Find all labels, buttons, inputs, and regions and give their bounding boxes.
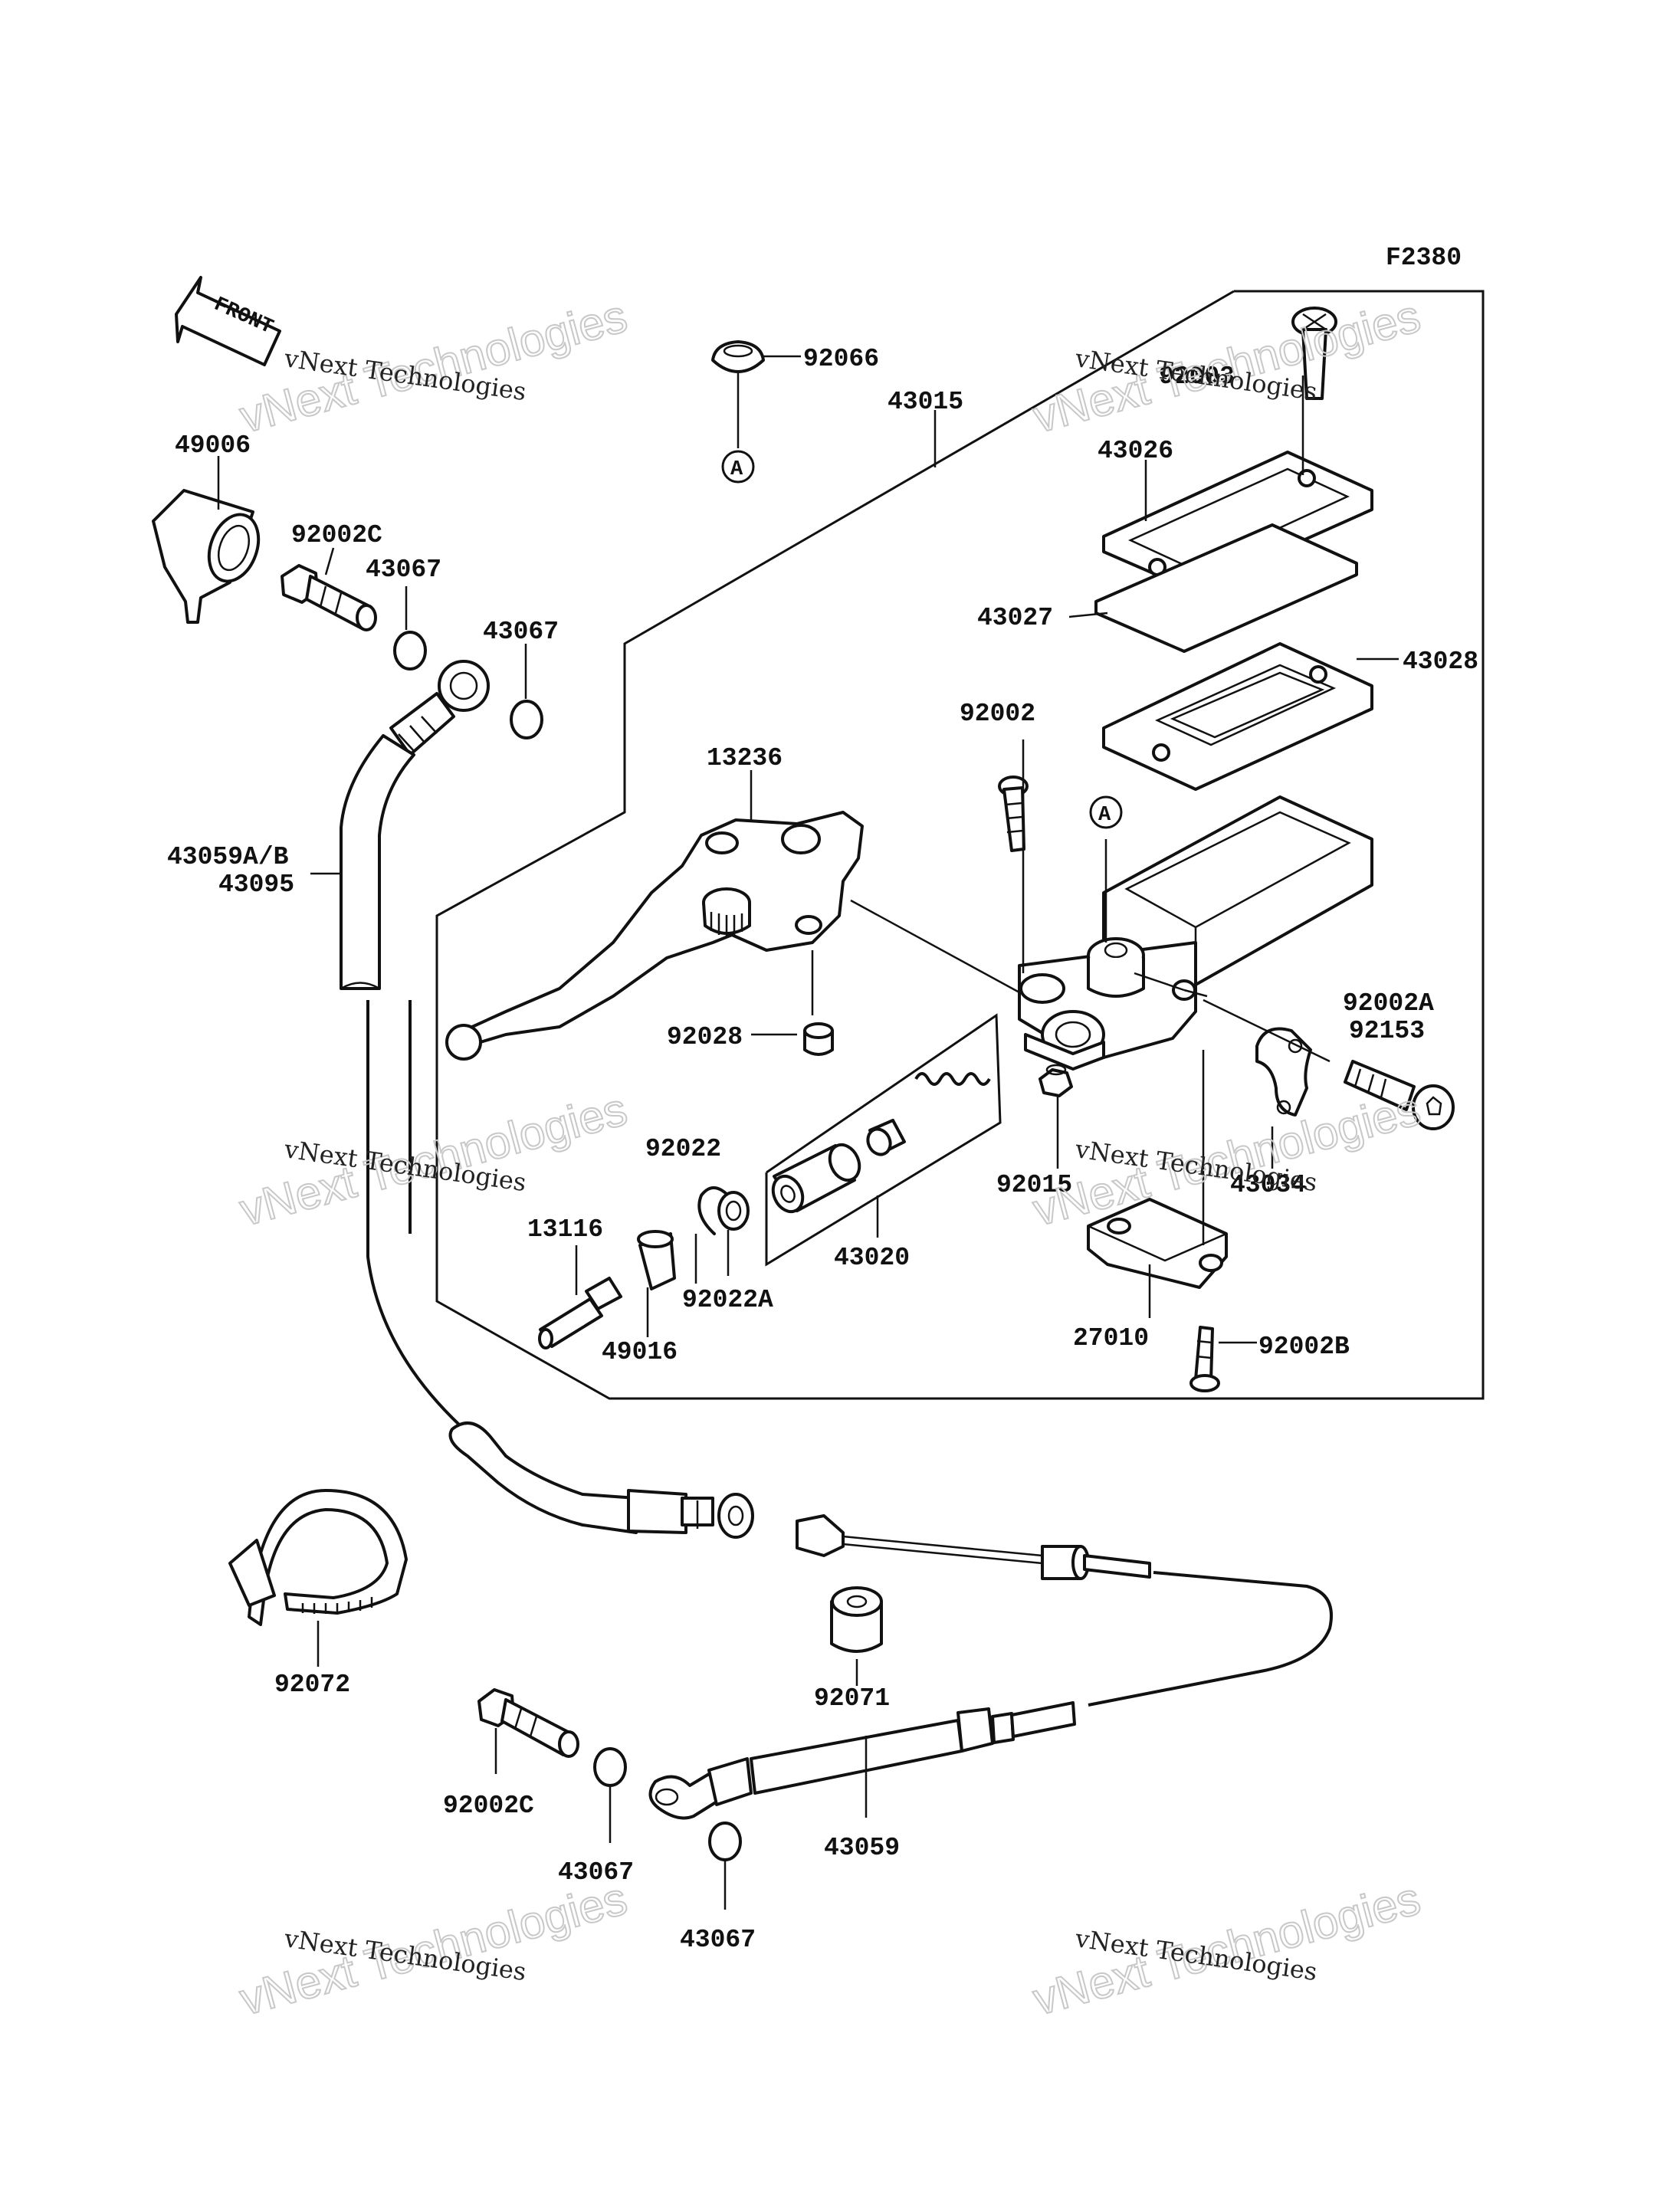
switch-27010 (1087, 1198, 1228, 1289)
label-92002b: 92002B (1258, 1333, 1350, 1361)
label-92003: 92003 (1159, 362, 1235, 391)
piston-43020 (771, 1072, 991, 1214)
boot-49016 (637, 1230, 676, 1290)
label-13116: 13116 (527, 1215, 603, 1244)
svg-text:A: A (1098, 804, 1111, 827)
label-43067-b: 43067 (483, 618, 559, 646)
boot-49006 (152, 489, 261, 624)
banjo-bolt-92002c-bot (477, 1688, 579, 1758)
watermark-mid-left: vNext Technologies vNext Technologies (234, 1082, 633, 1236)
plate-43027 (1094, 523, 1358, 653)
label-43020: 43020 (834, 1244, 910, 1272)
bolt-92153 (1344, 1060, 1455, 1130)
label-43067-d: 43067 (680, 1926, 756, 1954)
brake-pipe (796, 1514, 1333, 1707)
push-rod-13116 (538, 1277, 622, 1349)
watermark-top-right: vNext Technologies vNext Technologies (1027, 289, 1426, 443)
washer-43067-b (510, 700, 543, 739)
callout-a-body: A (1089, 795, 1123, 829)
clutch-hose (340, 734, 415, 990)
banjo-bolt-92002c-top (281, 564, 377, 631)
label-27010: 27010 (1073, 1324, 1149, 1353)
washer-92022a (717, 1191, 750, 1231)
part-labels: F2380 92066 43015 92003 43026 43027 4302… (167, 244, 1478, 1954)
clamp-43034 (1255, 1027, 1312, 1117)
label-92022: 92022 (645, 1135, 721, 1163)
label-43034: 43034 (1230, 1171, 1306, 1199)
master-cylinder-body (1018, 795, 1373, 1071)
label-92072: 92072 (274, 1671, 350, 1699)
label-92002c-top: 92002C (291, 521, 382, 549)
label-92002: 92002 (960, 700, 1035, 728)
label-43015: 43015 (888, 388, 963, 416)
piston-kit-boundary (765, 1013, 1002, 1267)
leader-lines (217, 355, 1399, 1344)
label-92153: 92153 (1349, 1017, 1425, 1045)
label-92028: 92028 (667, 1023, 743, 1051)
label-92071: 92071 (814, 1684, 890, 1713)
label-f2380: F2380 (1386, 244, 1462, 272)
label-49006: 49006 (175, 431, 251, 460)
screw-92003 (1291, 307, 1337, 400)
screw-92002b (1189, 1326, 1220, 1392)
washer-43067-c (593, 1747, 627, 1787)
label-13236: 13236 (707, 744, 783, 772)
watermark-bottom-right: vNext Technologies vNext Technologies (1027, 1871, 1426, 2025)
label-43067-a: 43067 (366, 556, 441, 584)
watermark-bottom-left: vNext Technologies vNext Technologies (234, 1871, 633, 2025)
front-arrow-icon: FRONT (175, 276, 281, 366)
label-92066: 92066 (803, 345, 879, 373)
washer-43067-d (708, 1822, 742, 1861)
assembly-boundary (435, 290, 1485, 1400)
label-43028: 43028 (1403, 648, 1478, 676)
label-43026: 43026 (1098, 437, 1173, 465)
label-43095: 43095 (218, 871, 294, 899)
bushing-92028 (803, 1022, 834, 1056)
cap-92066 (711, 340, 765, 373)
leader-lines-lower (494, 1659, 868, 1910)
nut-92015 (1039, 1064, 1073, 1097)
label-43059ab: 43059A/B (167, 843, 289, 871)
label-92015: 92015 (996, 1171, 1072, 1199)
clutch-hose-lower (366, 1000, 461, 1427)
watermark-mid-right: vNext Technologies vNext Technologies (1027, 1082, 1426, 1236)
label-92002c-bot: 92002C (443, 1792, 534, 1820)
clutch-lever-13236 (445, 811, 864, 1061)
svg-text:A: A (730, 458, 743, 481)
washer-43067-a (393, 631, 427, 671)
diaphragm-43028 (1102, 642, 1373, 791)
band-92072 (228, 1489, 408, 1667)
hose-fitting-lower (448, 1421, 754, 1539)
label-43027: 43027 (977, 604, 1053, 632)
label-92022a: 92022A (682, 1286, 773, 1314)
collar-92071 (830, 1586, 883, 1653)
hose-fitting-upper (389, 660, 490, 756)
pipe-43059 (648, 1701, 1076, 1820)
callout-a-top: A (721, 450, 755, 484)
label-43067-c: 43067 (558, 1858, 634, 1887)
label-43059: 43059 (824, 1834, 900, 1862)
label-49016: 49016 (602, 1338, 678, 1366)
watermark-top-left: vNext Technologies vNext Technologies (234, 289, 633, 443)
label-92002a: 92002A (1343, 989, 1434, 1018)
